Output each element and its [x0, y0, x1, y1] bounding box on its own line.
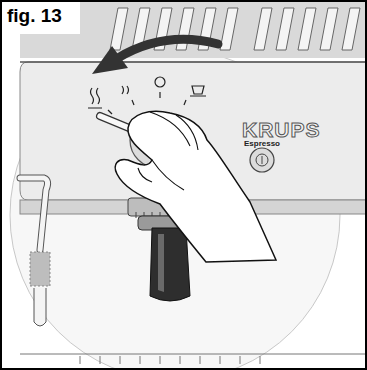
button-mark — [262, 156, 263, 164]
panel-edge — [20, 61, 367, 63]
steam-wand — [20, 178, 48, 250]
steam-wand-outline — [20, 178, 48, 250]
vent-slot — [254, 8, 272, 50]
off-symbol — [155, 77, 165, 87]
dial-symbols — [88, 77, 206, 114]
steam-nozzle — [34, 288, 46, 326]
handle-highlight — [158, 234, 164, 292]
vent-slot — [110, 8, 128, 50]
portafilter-handle — [150, 228, 190, 301]
button-label: Espresso — [244, 140, 280, 148]
arrow-head — [92, 46, 128, 74]
button-ring — [256, 154, 268, 166]
rotation-arrow — [118, 39, 218, 58]
vent-slot — [342, 8, 360, 50]
froth-area — [30, 252, 50, 286]
espresso-button — [250, 148, 274, 172]
steam-symbol — [88, 88, 102, 108]
vent-slot — [220, 8, 238, 50]
vent-slot — [320, 8, 338, 50]
hot-water-symbol — [122, 86, 129, 94]
figure-number: fig. 13 — [7, 6, 62, 25]
figure-label-backing — [0, 0, 80, 34]
finger-lines — [138, 112, 198, 190]
drip-tray-edge — [20, 354, 367, 355]
vent-slot — [298, 8, 316, 50]
brand-logo: KRUPS — [242, 119, 321, 140]
vent-slot — [276, 8, 294, 50]
drip-tray-grill — [80, 356, 260, 364]
cup-symbol — [190, 86, 206, 96]
